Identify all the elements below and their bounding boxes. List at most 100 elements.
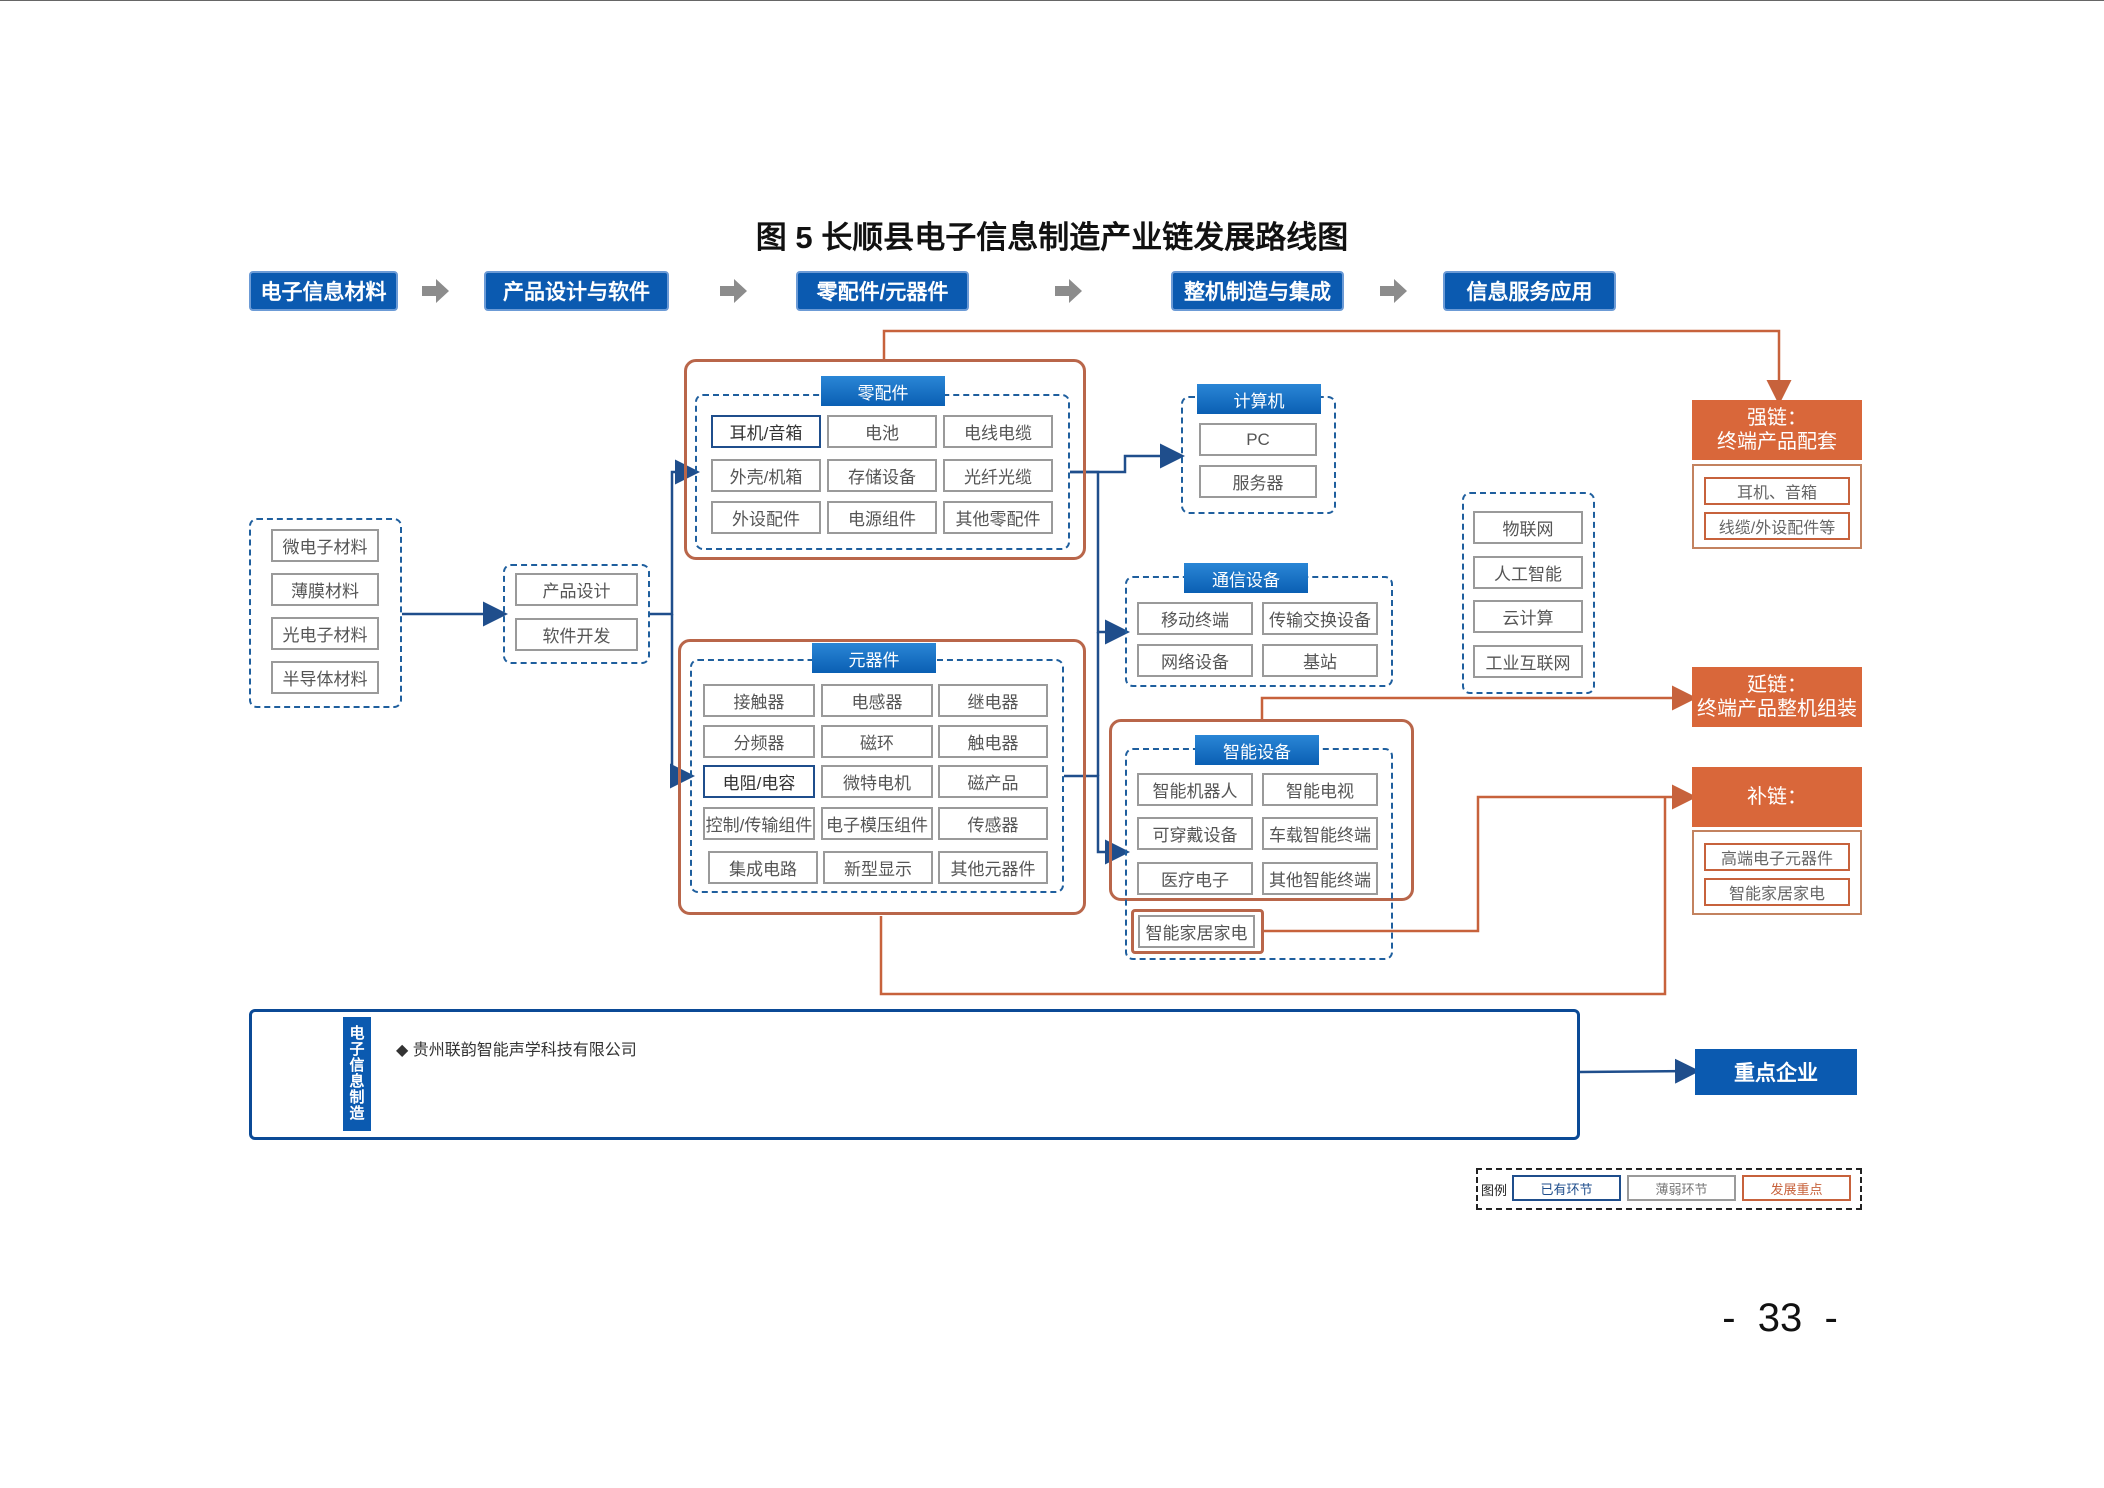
part-item: 光纤光缆 — [943, 459, 1053, 492]
component-item: 新型显示 — [823, 851, 933, 884]
smart-focus-frame — [1109, 719, 1414, 901]
fill-chain-box — [1692, 830, 1862, 915]
arrow-right-icon — [1055, 279, 1082, 303]
enterprise-item: ◆ 贵州联韵智能声学科技有限公司 — [396, 1042, 637, 1059]
legend-weak: 薄弱环节 — [1627, 1175, 1736, 1201]
enterprise-panel — [249, 1009, 1580, 1140]
link-strong-chain — [882, 329, 1792, 405]
parts-focus-frame — [684, 359, 1086, 560]
extend-chain-head: 延链： 终端产品整机组装 — [1692, 667, 1862, 727]
strong-chain-subtitle: 终端产品配套 — [1717, 431, 1837, 453]
stage-services: 信息服务应用 — [1443, 271, 1616, 311]
services-group — [1462, 492, 1595, 694]
component-item: 电阻/电容 — [703, 765, 815, 798]
fill-chain-head: 补链： — [1692, 767, 1862, 827]
smart-item: 智能机器人 — [1137, 773, 1253, 806]
arrow-right-icon — [422, 279, 449, 303]
design-item: 软件开发 — [515, 618, 638, 651]
smart-item: 其他智能终端 — [1262, 862, 1378, 895]
arrow-right-icon — [1380, 279, 1407, 303]
smart-home-focus-frame — [1131, 909, 1264, 954]
part-item: 存储设备 — [827, 459, 937, 492]
design-group — [503, 564, 650, 664]
component-item: 其他元器件 — [938, 851, 1048, 884]
smart-home-item: 智能家居家电 — [1138, 915, 1255, 948]
part-item: 外设配件 — [711, 501, 821, 534]
computer-item: PC — [1199, 423, 1317, 456]
service-item: 工业互联网 — [1473, 645, 1583, 678]
components-focus-frame — [678, 639, 1086, 915]
material-item: 薄膜材料 — [271, 573, 379, 606]
component-item: 电感器 — [821, 684, 933, 717]
material-item: 半导体材料 — [271, 661, 379, 694]
telecom-item: 传输交换设备 — [1262, 602, 1378, 635]
part-item: 电线电缆 — [943, 415, 1053, 448]
smart-item: 医疗电子 — [1137, 862, 1253, 895]
computer-tag: 计算机 — [1197, 384, 1321, 414]
fill-chain-title: 补链： — [1747, 786, 1807, 808]
component-item: 接触器 — [703, 684, 815, 717]
strong-chain-item: 耳机、音箱 — [1704, 477, 1850, 505]
service-item: 云计算 — [1473, 600, 1583, 633]
material-item: 微电子材料 — [271, 529, 379, 562]
materials-group — [249, 518, 402, 708]
part-item: 电源组件 — [827, 501, 937, 534]
component-item: 电子模压组件 — [821, 807, 933, 840]
component-item: 磁产品 — [938, 765, 1048, 798]
telecom-item: 网络设备 — [1137, 644, 1253, 677]
computer-item: 服务器 — [1199, 465, 1317, 498]
stage-assembly: 整机制造与集成 — [1171, 271, 1344, 311]
design-item: 产品设计 — [515, 573, 638, 606]
components-tag: 元器件 — [812, 643, 936, 673]
link-enterprise-key — [1579, 1058, 1700, 1084]
component-item: 微特电机 — [821, 765, 933, 798]
telecom-tag: 通信设备 — [1184, 563, 1308, 593]
link-fill-home — [1264, 784, 1697, 933]
link-design-components — [670, 614, 695, 789]
component-item: 分频器 — [703, 725, 815, 758]
strong-chain-title: 强链： — [1747, 407, 1807, 429]
component-item: 触电器 — [938, 725, 1048, 758]
smart-tag: 智能设备 — [1195, 735, 1319, 765]
component-item: 继电器 — [938, 684, 1048, 717]
telecom-item: 移动终端 — [1137, 602, 1253, 635]
fill-chain-item: 高端电子元器件 — [1704, 843, 1850, 871]
strong-chain-item: 线缆/外设配件等 — [1704, 512, 1850, 540]
strong-chain-box — [1692, 464, 1862, 549]
stage-design: 产品设计与软件 — [484, 271, 669, 311]
part-item: 耳机/音箱 — [711, 415, 821, 448]
material-item: 光电子材料 — [271, 617, 379, 650]
stage-parts: 零配件/元器件 — [796, 271, 969, 311]
smart-item: 可穿戴设备 — [1137, 817, 1253, 850]
strong-chain-head: 强链： 终端产品配套 — [1692, 400, 1862, 460]
telecom-item: 基站 — [1262, 644, 1378, 677]
page-number: - 33 - — [1722, 1296, 1838, 1340]
stage-materials: 电子信息材料 — [249, 271, 398, 311]
component-item: 控制/传输组件 — [703, 807, 815, 840]
component-item: 集成电路 — [708, 851, 818, 884]
top-border-line — [0, 0, 2104, 1]
link-design-parts — [650, 459, 700, 616]
legend-existing: 已有环节 — [1512, 1175, 1621, 1201]
service-item: 物联网 — [1473, 511, 1583, 544]
legend — [1476, 1168, 1862, 1210]
extend-chain-title: 延链： — [1747, 674, 1807, 696]
arrow-right-icon — [720, 279, 747, 303]
link-parts-computer — [1070, 443, 1185, 474]
legend-focus: 发展重点 — [1742, 1175, 1851, 1201]
component-item: 传感器 — [938, 807, 1048, 840]
smart-item: 车载智能终端 — [1262, 817, 1378, 850]
enterprise-side-label: 电子信息制造 — [343, 1017, 371, 1131]
part-item: 电池 — [827, 415, 937, 448]
parts-tag: 零配件 — [821, 376, 945, 406]
link-extend-chain — [1260, 685, 1697, 719]
diagram-title: 图 5 长顺县电子信息制造产业链发展路线图 — [755, 220, 1349, 255]
service-item: 人工智能 — [1473, 556, 1583, 589]
link-fill-components — [879, 797, 1667, 996]
component-item: 磁环 — [821, 725, 933, 758]
extend-chain-subtitle: 终端产品整机组装 — [1697, 698, 1857, 720]
fill-chain-item: 智能家居家电 — [1704, 878, 1850, 906]
legend-label: 图例 — [1481, 1183, 1508, 1198]
part-item: 外壳/机箱 — [711, 459, 821, 492]
part-item: 其他零配件 — [943, 501, 1053, 534]
